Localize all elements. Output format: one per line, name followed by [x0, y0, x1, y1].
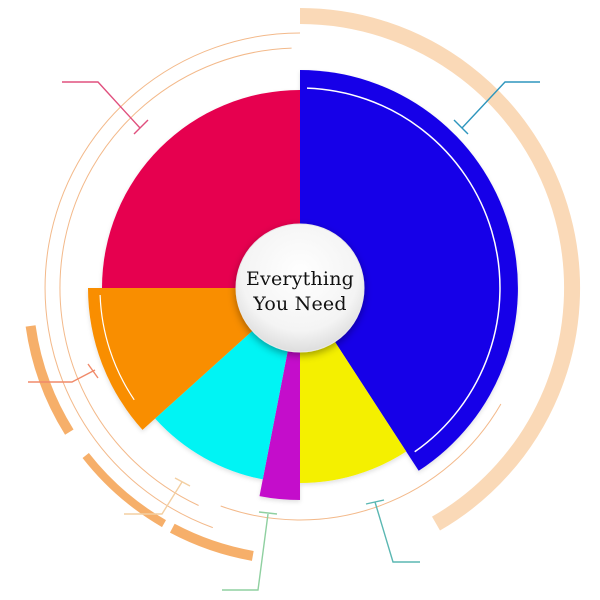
leader-green — [222, 511, 278, 591]
center-title-line1: Everything — [245, 268, 354, 290]
leader-orange — [28, 363, 99, 383]
accent-bands — [25, 8, 581, 561]
leader-teal — [365, 499, 420, 563]
accent-band-bottom-left — [82, 453, 167, 528]
segment-crimson — [102, 90, 300, 288]
leader-lines — [28, 81, 540, 591]
decorative-rings — [44, 32, 502, 529]
segment-blue — [300, 70, 518, 471]
accent-band-right — [299, 8, 581, 531]
center-title-line2: You Need — [253, 293, 347, 315]
leader-crimson — [62, 81, 149, 135]
orange-inner-ring — [99, 294, 135, 401]
center-hub — [235, 223, 365, 353]
inner-ring-overlay — [99, 87, 501, 453]
mid-thin-ring — [59, 47, 292, 506]
leader-beige — [124, 477, 191, 515]
leader-blue — [453, 81, 540, 135]
accent-band-bottom — [169, 523, 254, 561]
blue-inner-ring — [306, 87, 501, 453]
accent-band-left — [25, 325, 74, 435]
center-title: Everything You Need — [236, 228, 364, 356]
outer-thin-ring — [44, 32, 301, 529]
lower-thin-ring — [220, 403, 502, 521]
